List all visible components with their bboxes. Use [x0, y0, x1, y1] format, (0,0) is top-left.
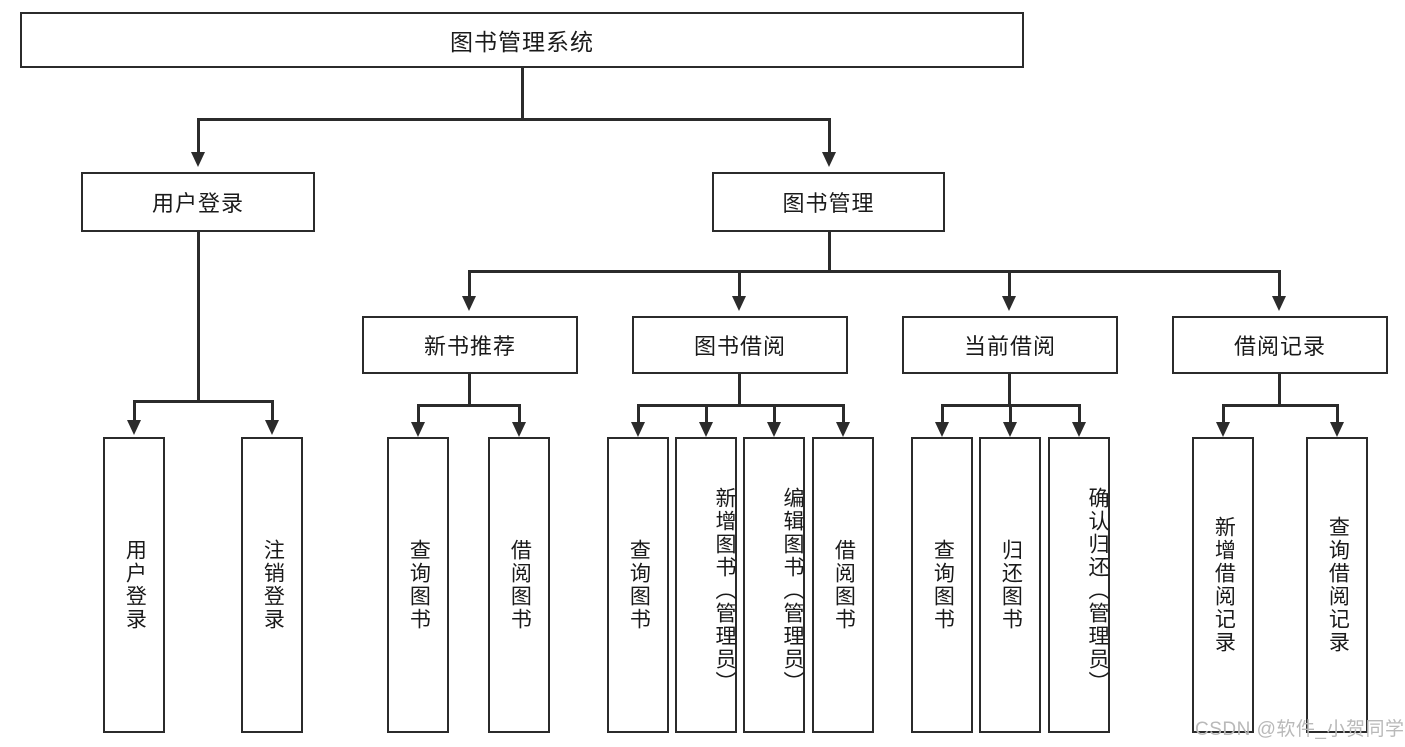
arrowhead-bb-query	[631, 422, 645, 437]
node-borrow-record[interactable]: 借阅记录	[1172, 316, 1388, 374]
node-label: 当前借阅	[963, 334, 1056, 359]
node-book-management[interactable]: 图书管理	[712, 172, 945, 232]
arrowhead-bb-borrow	[836, 422, 850, 437]
arrowhead-nb-borrow	[512, 422, 526, 437]
connector-drop-bb-borrow	[842, 404, 845, 426]
arrowhead-leaf-logout	[265, 420, 279, 435]
connector-drop-book-borrow	[738, 270, 741, 302]
connector-drop-bb-edit	[773, 404, 776, 426]
connector-drop-nb-query	[417, 404, 420, 426]
connector-book-borrow-stem	[738, 374, 741, 404]
arrowhead-new-book	[462, 296, 476, 311]
arrowhead-leaf-user-login	[127, 420, 141, 435]
connector-borrow-record-stem	[1278, 374, 1281, 404]
connector-root-stem	[521, 68, 524, 118]
connector-drop-new-book	[468, 270, 471, 302]
arrowhead-cb-return	[1003, 422, 1017, 437]
connector-drop-br-query	[1336, 404, 1339, 426]
leaf-cb-confirm-return[interactable]: 确认归还（管理员）	[1048, 437, 1110, 733]
arrowhead-current-borrow	[1002, 296, 1016, 311]
connector-drop-book-management	[828, 118, 831, 156]
connector-user-login-bus	[133, 400, 273, 403]
connector-root-bus	[197, 118, 831, 121]
arrowhead-nb-query	[411, 422, 425, 437]
connector-drop-borrow-record	[1278, 270, 1281, 302]
node-root-book-management-system[interactable]: 图书管理系统	[20, 12, 1024, 68]
leaf-br-add-record[interactable]: 新增借阅记录	[1192, 437, 1254, 733]
node-label: 借阅记录	[1233, 334, 1326, 359]
connector-drop-nb-borrow	[518, 404, 521, 426]
arrowhead-bb-edit	[767, 422, 781, 437]
leaf-br-query-record[interactable]: 查询借阅记录	[1306, 437, 1368, 733]
arrowhead-cb-query	[935, 422, 949, 437]
node-label: 查询图书	[627, 539, 651, 631]
node-label: 查询借阅记录	[1326, 516, 1350, 654]
leaf-cb-return-book[interactable]: 归还图书	[979, 437, 1041, 733]
connector-drop-leaf-user-login	[133, 400, 136, 424]
connector-borrow-record-bus	[1222, 404, 1338, 407]
connector-drop-cb-return	[1009, 404, 1012, 426]
node-label: 归还图书	[999, 539, 1023, 631]
arrowhead-cb-confirm	[1072, 422, 1086, 437]
connector-current-borrow-stem	[1008, 374, 1011, 404]
connector-new-book-bus	[417, 404, 520, 407]
node-label: 用户登录	[123, 539, 147, 631]
connector-drop-user-login	[197, 118, 200, 156]
node-label: 新书推荐	[423, 334, 516, 359]
connector-book-management-bus	[468, 270, 1281, 273]
leaf-nb-query-book[interactable]: 查询图书	[387, 437, 449, 733]
node-label: 用户登录	[151, 191, 244, 216]
arrowhead-book-management	[822, 152, 836, 167]
connector-drop-current-borrow	[1008, 270, 1011, 302]
leaf-bb-query-book[interactable]: 查询图书	[607, 437, 669, 733]
node-label: 注销登录	[261, 539, 285, 631]
connector-book-borrow-bus	[637, 404, 845, 407]
arrowhead-borrow-record	[1272, 296, 1286, 311]
node-label: 借阅图书	[508, 539, 532, 631]
leaf-user-login[interactable]: 用户登录	[103, 437, 165, 733]
node-label: 查询图书	[931, 539, 955, 631]
connector-drop-br-add	[1222, 404, 1225, 426]
node-user-login[interactable]: 用户登录	[81, 172, 315, 232]
arrowhead-br-add	[1216, 422, 1230, 437]
leaf-bb-edit-book[interactable]: 编辑图书（管理员）	[743, 437, 805, 733]
node-label: 确认归还（管理员）	[1086, 486, 1109, 694]
node-label: 借阅图书	[832, 539, 856, 631]
node-label: 图书借阅	[693, 334, 786, 359]
node-label: 图书管理	[782, 191, 875, 216]
node-label: 新增图书（管理员）	[713, 486, 736, 694]
node-label: 编辑图书（管理员）	[781, 486, 804, 694]
connector-drop-bb-add	[705, 404, 708, 426]
connector-user-login-stem	[197, 232, 200, 400]
watermark-csdn: CSDN @软件_小贺同学	[1195, 719, 1405, 740]
node-new-book-recommend[interactable]: 新书推荐	[362, 316, 578, 374]
leaf-bb-borrow-book[interactable]: 借阅图书	[812, 437, 874, 733]
node-label: 查询图书	[407, 539, 431, 631]
node-book-borrow[interactable]: 图书借阅	[632, 316, 848, 374]
connector-new-book-stem	[468, 374, 471, 404]
arrowhead-bb-add	[699, 422, 713, 437]
leaf-logout[interactable]: 注销登录	[241, 437, 303, 733]
connector-drop-cb-confirm	[1078, 404, 1081, 426]
connector-drop-bb-query	[637, 404, 640, 426]
node-label: 图书管理系统	[450, 29, 594, 55]
arrowhead-book-borrow	[732, 296, 746, 311]
connector-drop-cb-query	[941, 404, 944, 426]
arrowhead-user-login	[191, 152, 205, 167]
connector-book-management-stem	[828, 232, 831, 270]
leaf-cb-query-book[interactable]: 查询图书	[911, 437, 973, 733]
arrowhead-br-query	[1330, 422, 1344, 437]
leaf-nb-borrow-book[interactable]: 借阅图书	[488, 437, 550, 733]
connector-drop-leaf-logout	[271, 400, 274, 424]
node-current-borrow[interactable]: 当前借阅	[902, 316, 1118, 374]
node-label: 新增借阅记录	[1212, 516, 1236, 654]
leaf-bb-add-book[interactable]: 新增图书（管理员）	[675, 437, 737, 733]
